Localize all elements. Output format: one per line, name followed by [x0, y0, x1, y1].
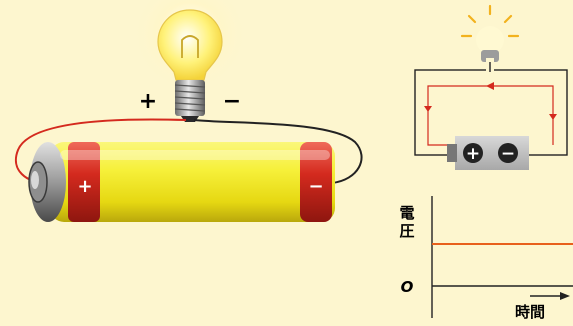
- battery-highlight: [60, 150, 330, 160]
- battery: [28, 142, 335, 222]
- black-wire: [193, 119, 363, 184]
- current-arrow-down: [424, 106, 432, 112]
- small-battery-minus-label: −: [501, 144, 515, 164]
- battery-body: [50, 142, 335, 222]
- small-battery-terminal: [447, 144, 457, 162]
- small-battery-minus-circle: [498, 143, 518, 163]
- small-battery-plus-circle: [463, 143, 483, 163]
- battery-plus-label: +: [77, 176, 92, 197]
- small-bulb-glass: [476, 26, 504, 54]
- bulb-plus-label: +: [139, 89, 157, 114]
- voltage-time-graph: [431, 196, 573, 318]
- graph-y-label-1: 電: [399, 204, 414, 222]
- current-arrow-left: [486, 82, 494, 90]
- bulb-minus-label: −: [223, 89, 241, 114]
- red-wire: [15, 118, 187, 184]
- current-arrow-up: [549, 114, 557, 120]
- current-flow-arrows: [427, 85, 554, 146]
- battery-minus-label: −: [308, 176, 323, 197]
- graph-x-label: 時間: [515, 303, 545, 321]
- graph-time-arrowhead: [560, 292, 570, 300]
- graph-origin-label: O: [401, 278, 414, 296]
- small-bulb-rays: [460, 4, 520, 38]
- battery-plus-band: [68, 142, 100, 222]
- battery-terminal-highlight: [31, 171, 39, 189]
- battery-minus-band: [300, 142, 332, 222]
- small-bulb-base: [481, 50, 499, 62]
- bulb-filament: [181, 35, 199, 58]
- bulb-screw-threads: [174, 84, 206, 112]
- light-bulb: [132, 0, 248, 122]
- circuit-schematic: + −: [414, 4, 568, 170]
- small-battery-plus-label: +: [466, 144, 480, 164]
- graph-y-label-2: 圧: [399, 222, 414, 240]
